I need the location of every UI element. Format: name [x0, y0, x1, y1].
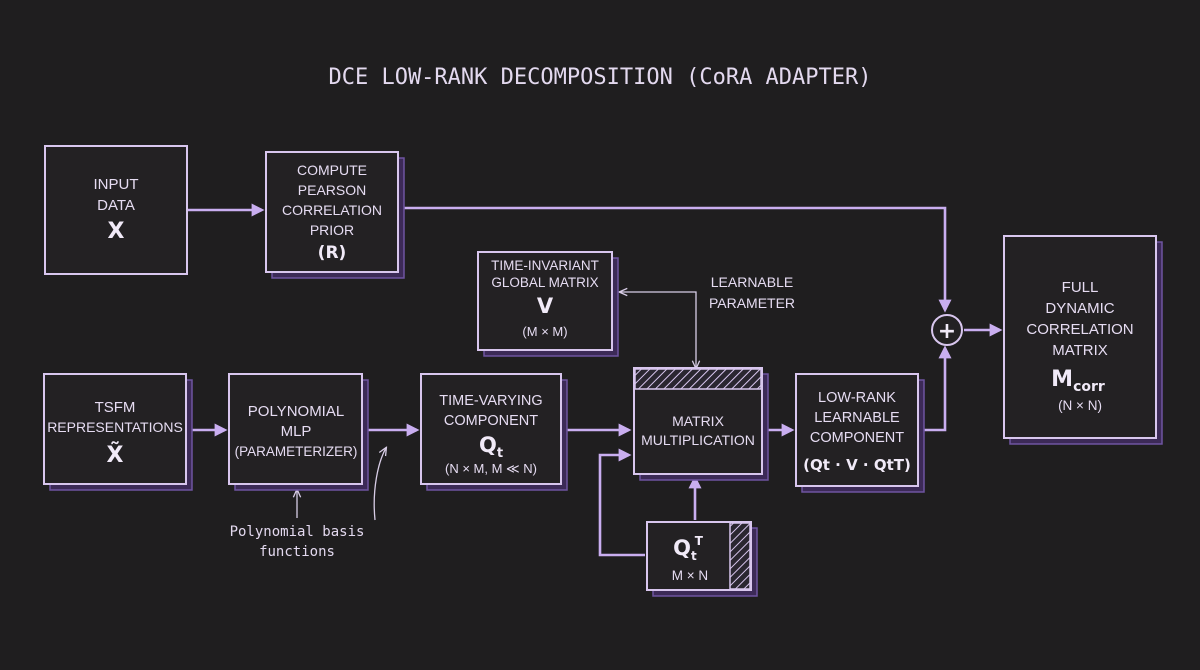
- svg-text:CORRELATION: CORRELATION: [1026, 321, 1133, 338]
- node-low-rank-component: LOW-RANK LEARNABLE COMPONENT (Qt · V · Q…: [795, 373, 925, 493]
- sum-node: +: [931, 314, 963, 346]
- svg-text:DYNAMIC: DYNAMIC: [1045, 300, 1114, 317]
- polynomial-basis-label-1: Polynomial basis: [230, 524, 365, 540]
- svg-text:COMPONENT: COMPONENT: [444, 413, 538, 429]
- lowrank-formula: (Qt · V · QtT): [803, 456, 911, 474]
- svg-text:MULTIPLICATION: MULTIPLICATION: [641, 432, 755, 448]
- node-qt-transpose: QtT M × N: [646, 521, 758, 597]
- node-input-data: INPUT DATA X: [44, 145, 188, 275]
- svg-text:(R): (R): [318, 243, 347, 263]
- svg-text:(N × M, M ≪ N): (N × M, M ≪ N): [445, 461, 537, 476]
- node-global-matrix: TIME-INVARIANT GLOBAL MATRIX V (M × M): [477, 251, 619, 357]
- node-time-varying-component: TIME-VARYING COMPONENT Qt (N × M, M ≪ N): [420, 373, 568, 491]
- svg-text:MLP: MLP: [281, 423, 312, 440]
- svg-text:(M × M): (M × M): [522, 324, 567, 339]
- svg-text:FULL: FULL: [1062, 279, 1099, 296]
- arrow-basis-to-mlp: [373, 448, 386, 521]
- svg-text:TSFM: TSFM: [95, 399, 136, 416]
- learnable-label-1: LEARNABLE: [711, 274, 793, 290]
- svg-text:PEARSON: PEARSON: [298, 182, 366, 198]
- svg-text:CORRELATION: CORRELATION: [282, 202, 382, 218]
- svg-text:POLYNOMIAL: POLYNOMIAL: [248, 403, 344, 420]
- svg-text:TIME-INVARIANT: TIME-INVARIANT: [491, 258, 599, 273]
- svg-text:COMPUTE: COMPUTE: [297, 162, 367, 178]
- page-title: DCE LOW-RANK DECOMPOSITION (CoRA ADAPTER…: [328, 65, 871, 90]
- svg-text:LOW-RANK: LOW-RANK: [818, 390, 896, 406]
- svg-text:PRIOR: PRIOR: [310, 222, 354, 238]
- svg-text:(PARAMETERIZER): (PARAMETERIZER): [235, 444, 358, 459]
- node-polynomial-mlp: POLYNOMIAL MLP (PARAMETERIZER): [228, 373, 369, 491]
- svg-text:REPRESENTATIONS: REPRESENTATIONS: [47, 419, 183, 435]
- arrow-lowrank-to-sum: [918, 345, 952, 432]
- svg-text:TIME-VARYING: TIME-VARYING: [439, 393, 542, 409]
- svg-text:INPUT: INPUT: [94, 176, 139, 193]
- svg-text:DATA: DATA: [97, 197, 135, 214]
- svg-text:X̃: X̃: [107, 442, 124, 468]
- svg-text:V: V: [537, 294, 554, 318]
- svg-text:MATRIX: MATRIX: [672, 413, 725, 429]
- learnable-label-2: PARAMETER: [709, 295, 795, 311]
- svg-text:COMPONENT: COMPONENT: [810, 430, 904, 446]
- sum-symbol: +: [938, 319, 956, 344]
- arrow-learnable-parameter: [620, 292, 696, 368]
- polynomial-basis-label-2: functions: [259, 544, 335, 560]
- node-matrix-multiplication: MATRIX MULTIPLICATION: [633, 367, 769, 481]
- svg-text:(N × N): (N × N): [1058, 398, 1102, 413]
- svg-text:M × N: M × N: [672, 568, 708, 583]
- node-pearson-prior: COMPUTE PEARSON CORRELATION PRIOR (R): [265, 151, 405, 279]
- node-tsfm-representations: TSFM REPRESENTATIONS X̃: [43, 373, 193, 491]
- svg-text:X: X: [108, 219, 125, 244]
- mcorr-symbol: Mcorr: [1051, 367, 1105, 395]
- svg-text:LEARNABLE: LEARNABLE: [814, 410, 900, 426]
- arrow-transpose-loop: [598, 448, 645, 557]
- arrow-pearson-to-sum: [398, 206, 952, 313]
- node-full-correlation-matrix: FULL DYNAMIC CORRELATION MATRIX Mcorr (N…: [1003, 235, 1163, 445]
- svg-text:MATRIX: MATRIX: [1052, 342, 1108, 359]
- qt-symbol: Qt: [479, 433, 503, 461]
- svg-text:GLOBAL MATRIX: GLOBAL MATRIX: [491, 275, 598, 290]
- qtt-symbol: QtT: [673, 534, 704, 563]
